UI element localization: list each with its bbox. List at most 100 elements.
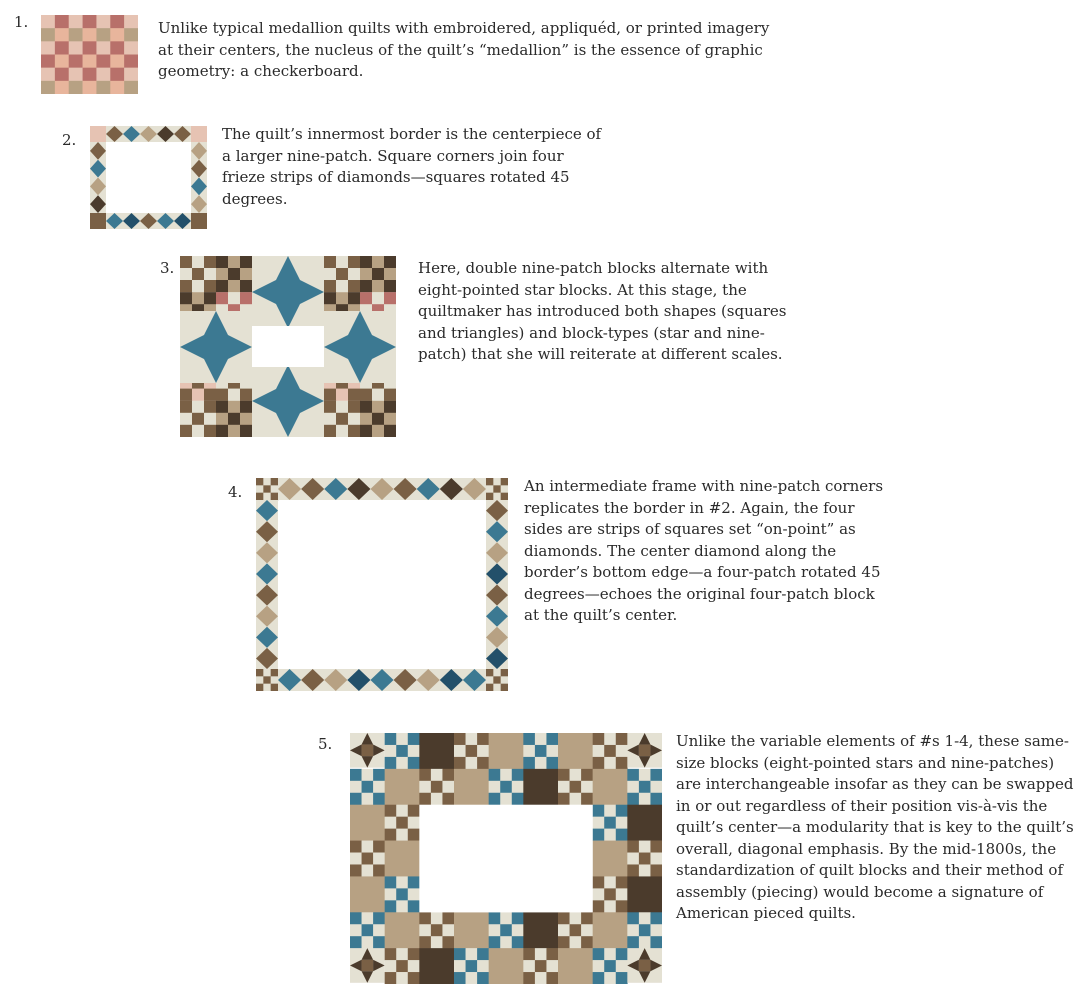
nine-patch-square bbox=[419, 936, 431, 948]
nine-patch-square bbox=[192, 256, 204, 268]
nine-patch-square bbox=[512, 936, 524, 948]
nine-patch-square bbox=[373, 781, 385, 793]
nine-patch-square bbox=[489, 936, 501, 948]
nine-patch-square bbox=[385, 817, 397, 829]
nine-patch-square bbox=[362, 864, 374, 876]
nine-patch-square bbox=[493, 669, 501, 677]
nine-patch-square bbox=[512, 912, 524, 924]
nine-patch-square bbox=[324, 280, 336, 292]
nine-patch-square bbox=[362, 924, 374, 936]
corner-square bbox=[90, 213, 106, 229]
nine-patch-square bbox=[385, 960, 397, 972]
nine-patch-square bbox=[489, 769, 501, 781]
nine-patch-square bbox=[535, 757, 547, 769]
solid-block bbox=[627, 805, 662, 841]
nine-patch-square bbox=[180, 425, 192, 437]
nine-patch-square bbox=[650, 924, 662, 936]
nine-patch-square bbox=[431, 936, 443, 948]
nine-patch-square bbox=[240, 292, 252, 304]
nine-patch-square bbox=[489, 793, 501, 805]
nine-patch-square bbox=[604, 888, 616, 900]
checkerboard-square bbox=[83, 28, 97, 41]
outer-block-ring-figure bbox=[350, 733, 662, 984]
nine-patch-square bbox=[558, 936, 570, 948]
nine-patch-square bbox=[570, 769, 582, 781]
star-center bbox=[639, 745, 651, 757]
nine-patch-square bbox=[396, 948, 408, 960]
nine-patch-square bbox=[384, 389, 396, 401]
nine-patch-square bbox=[570, 781, 582, 793]
checkerboard-square bbox=[110, 15, 124, 28]
nine-patch-square bbox=[604, 817, 616, 829]
checkerboard-square bbox=[69, 81, 83, 94]
nine-patch-square bbox=[627, 781, 639, 793]
nine-patch-square bbox=[570, 924, 582, 936]
nine-patch-square bbox=[360, 292, 372, 304]
nine-patch-square bbox=[616, 829, 628, 841]
nine-patch-square bbox=[419, 793, 431, 805]
star-center bbox=[204, 335, 228, 359]
nine-patch-square bbox=[616, 805, 628, 817]
nine-patch-square bbox=[192, 401, 204, 413]
nine-patch-square bbox=[360, 425, 372, 437]
nine-patch-square bbox=[523, 960, 535, 972]
nine-patch-square bbox=[604, 745, 616, 757]
nine-patch-square bbox=[396, 817, 408, 829]
nine-patch-square bbox=[408, 733, 420, 745]
step-number: 4. bbox=[228, 482, 242, 502]
checkerboard-square bbox=[96, 55, 110, 68]
nine-patch-square bbox=[408, 805, 420, 817]
nine-patch-square bbox=[454, 757, 466, 769]
nine-patch-square bbox=[216, 268, 228, 280]
nine-patch-square bbox=[228, 401, 240, 413]
nine-patch-square bbox=[204, 268, 216, 280]
nine-patch-square bbox=[604, 876, 616, 888]
nine-patch-square bbox=[616, 733, 628, 745]
nine-patch-square bbox=[228, 280, 240, 292]
nine-patch-square bbox=[396, 876, 408, 888]
nine-patch-square bbox=[512, 793, 524, 805]
nine-patch-square bbox=[523, 733, 535, 745]
nine-patch-square bbox=[593, 888, 605, 900]
nine-patch-square bbox=[408, 972, 420, 984]
nine-patch-square bbox=[408, 829, 420, 841]
nine-patch-square bbox=[639, 769, 651, 781]
corner-square bbox=[191, 126, 207, 142]
nine-patch-square bbox=[362, 781, 374, 793]
nine-patch-square bbox=[192, 389, 204, 401]
nine-patch-square bbox=[627, 864, 639, 876]
nine-patch-square bbox=[336, 413, 348, 425]
nine-patch-square bbox=[639, 864, 651, 876]
nine-patch-square bbox=[384, 280, 396, 292]
nine-patch-square bbox=[263, 676, 271, 684]
nine-patch-square bbox=[442, 793, 454, 805]
nine-patch-square bbox=[442, 936, 454, 948]
nine-patch-square bbox=[336, 256, 348, 268]
checkerboard-square bbox=[124, 28, 138, 41]
nine-patch-square bbox=[372, 401, 384, 413]
checkerboard-square bbox=[69, 15, 83, 28]
nine-patch-square bbox=[350, 781, 362, 793]
solid-block bbox=[350, 876, 385, 912]
nine-patch-square bbox=[192, 413, 204, 425]
checkerboard-square bbox=[41, 41, 55, 54]
nine-patch-square bbox=[256, 669, 264, 677]
nine-patch-square bbox=[396, 972, 408, 984]
nine-patch-square bbox=[385, 829, 397, 841]
checkerboard-square bbox=[96, 41, 110, 54]
nine-patch-square bbox=[500, 912, 512, 924]
nine-patch-square bbox=[570, 936, 582, 948]
nine-patch-square bbox=[360, 413, 372, 425]
step-number: 5. bbox=[318, 734, 332, 754]
nine-patch-square bbox=[616, 972, 628, 984]
nine-patch-square bbox=[639, 912, 651, 924]
nine-patch-square bbox=[271, 676, 279, 684]
nine-patch-square bbox=[593, 805, 605, 817]
nine-patch-square bbox=[639, 793, 651, 805]
nine-patch-square bbox=[500, 781, 512, 793]
nine-patch-square bbox=[616, 757, 628, 769]
checkerboard-square bbox=[83, 55, 97, 68]
nine-patch-square bbox=[558, 769, 570, 781]
nine-patch-square bbox=[650, 793, 662, 805]
nine-patch-square bbox=[216, 389, 228, 401]
